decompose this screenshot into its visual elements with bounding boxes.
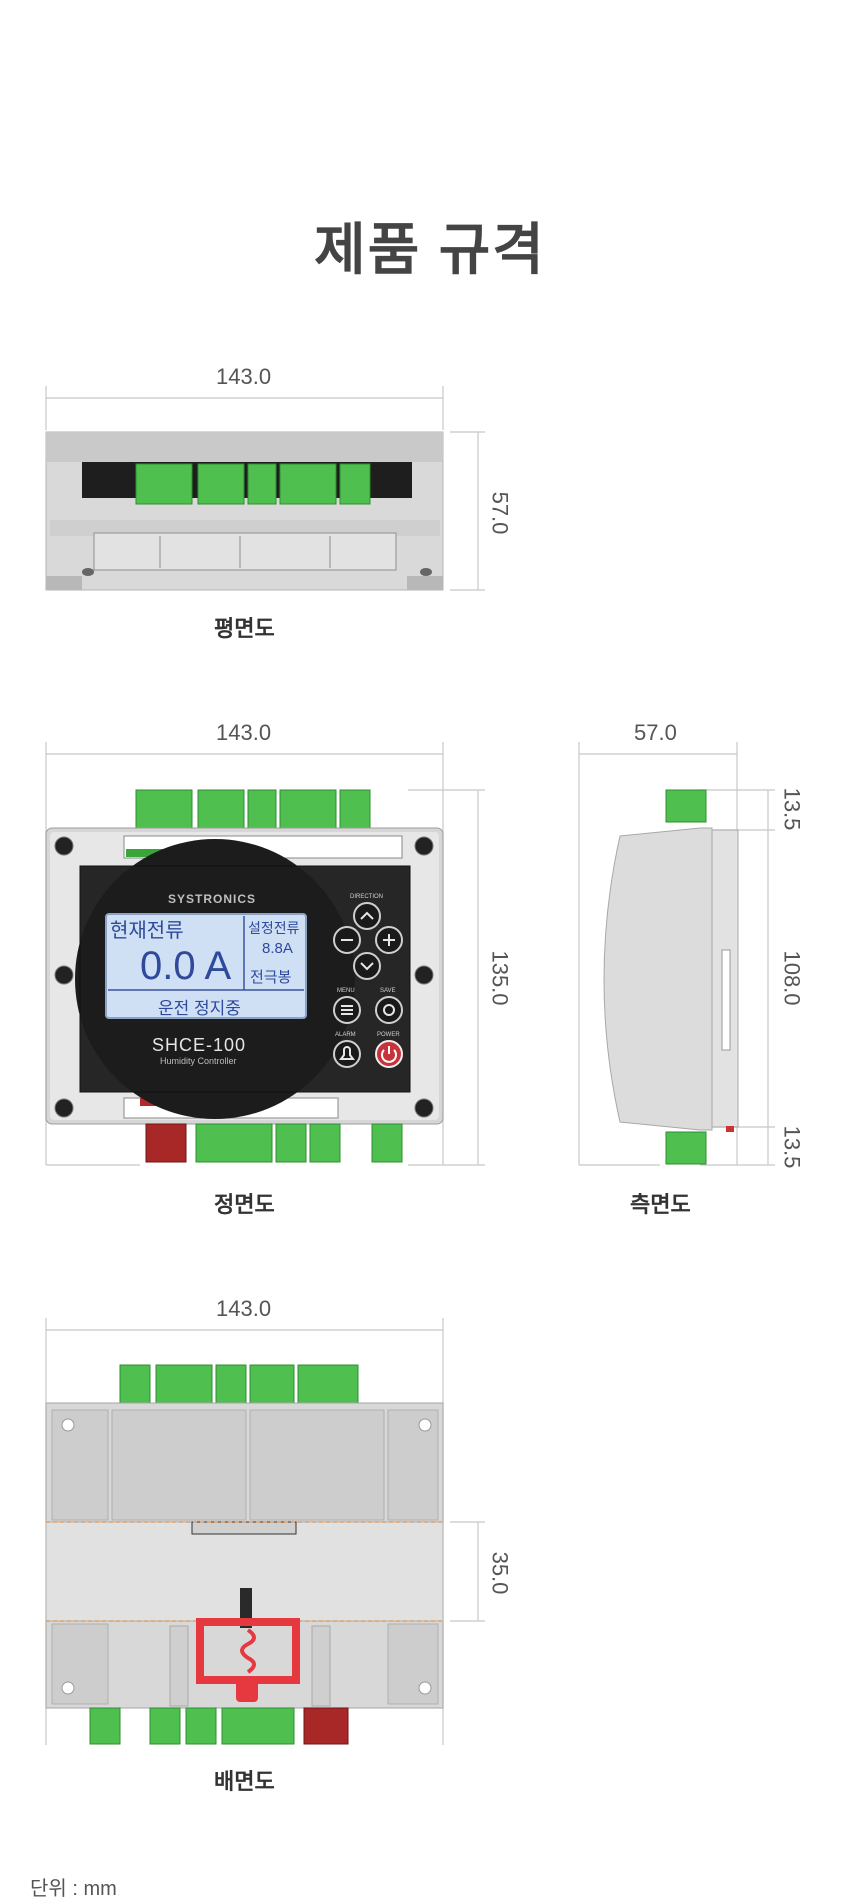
front-height-label: 135.0 <box>487 950 513 1006</box>
lcd-status: 운전 정지중 <box>158 999 241 1018</box>
side-view-caption: 측면도 <box>630 1192 691 1217</box>
top-height-label: 57.0 <box>487 491 513 535</box>
lcd-current-label: 현재전류 <box>110 920 184 942</box>
top-width-label: 143.0 <box>216 364 272 389</box>
save-label: SAVE <box>380 988 396 994</box>
power-label: POWER <box>377 1032 400 1038</box>
top-view-dimensions <box>45 386 485 591</box>
back-view-caption: 배면도 <box>214 1769 275 1794</box>
back-height-label: 35.0 <box>487 1551 513 1595</box>
lcd-setpoint-label: 설정전류 <box>248 920 300 936</box>
side-bottom-label: 13.5 <box>779 1125 805 1169</box>
back-view-body <box>45 1364 444 1745</box>
side-middle-label: 108.0 <box>779 950 805 1006</box>
side-width-label: 57.0 <box>634 720 677 745</box>
side-view-body <box>603 789 739 1165</box>
device-subtitle: Humidity Controller <box>160 1056 237 1066</box>
lcd-electrode-label: 전극봉 <box>250 969 292 986</box>
top-view-caption: 평면도 <box>214 616 275 641</box>
alarm-label: ALARM <box>335 1032 356 1038</box>
front-width-label: 143.0 <box>216 720 272 745</box>
back-width-label: 143.0 <box>216 1296 272 1321</box>
front-view-body <box>45 789 444 1163</box>
lcd-setpoint-value: 8.8A <box>262 940 293 957</box>
side-top-label: 13.5 <box>779 787 805 831</box>
lcd-current-value: 0.0 A <box>140 944 232 988</box>
front-view-caption: 정면도 <box>214 1192 275 1217</box>
direction-label: DIRECTION <box>350 894 383 900</box>
page-title: 제품 규격 <box>314 218 546 281</box>
unit-note: 단위 : mm <box>30 1878 117 1900</box>
device-model: SHCE-100 <box>152 1035 247 1055</box>
top-view-body <box>45 431 444 591</box>
device-brand: SYSTRONICS <box>168 892 257 906</box>
menu-label: MENU <box>337 988 355 994</box>
